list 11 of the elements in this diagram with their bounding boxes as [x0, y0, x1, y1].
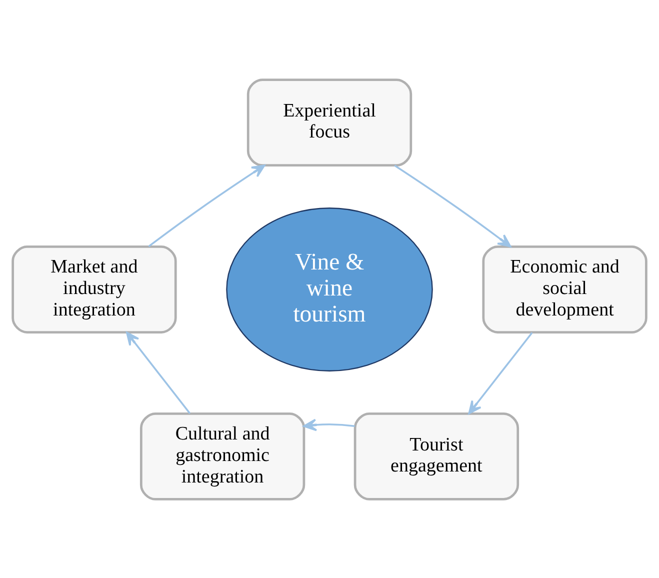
node-box: Cultural and gastronomic integration — [140, 412, 306, 500]
arrow — [148, 164, 266, 247]
arrow — [394, 164, 512, 247]
node-box: Market and industry integration — [12, 245, 177, 333]
node-box: Economic and social development — [482, 245, 648, 333]
node-box: Experiential focus — [246, 78, 412, 166]
arrow — [303, 418, 355, 431]
node-ellipse: Vine & wine tourism — [226, 207, 433, 371]
arrow — [126, 331, 191, 414]
arrow — [468, 332, 533, 414]
node-box: Tourist engagement — [354, 412, 520, 500]
